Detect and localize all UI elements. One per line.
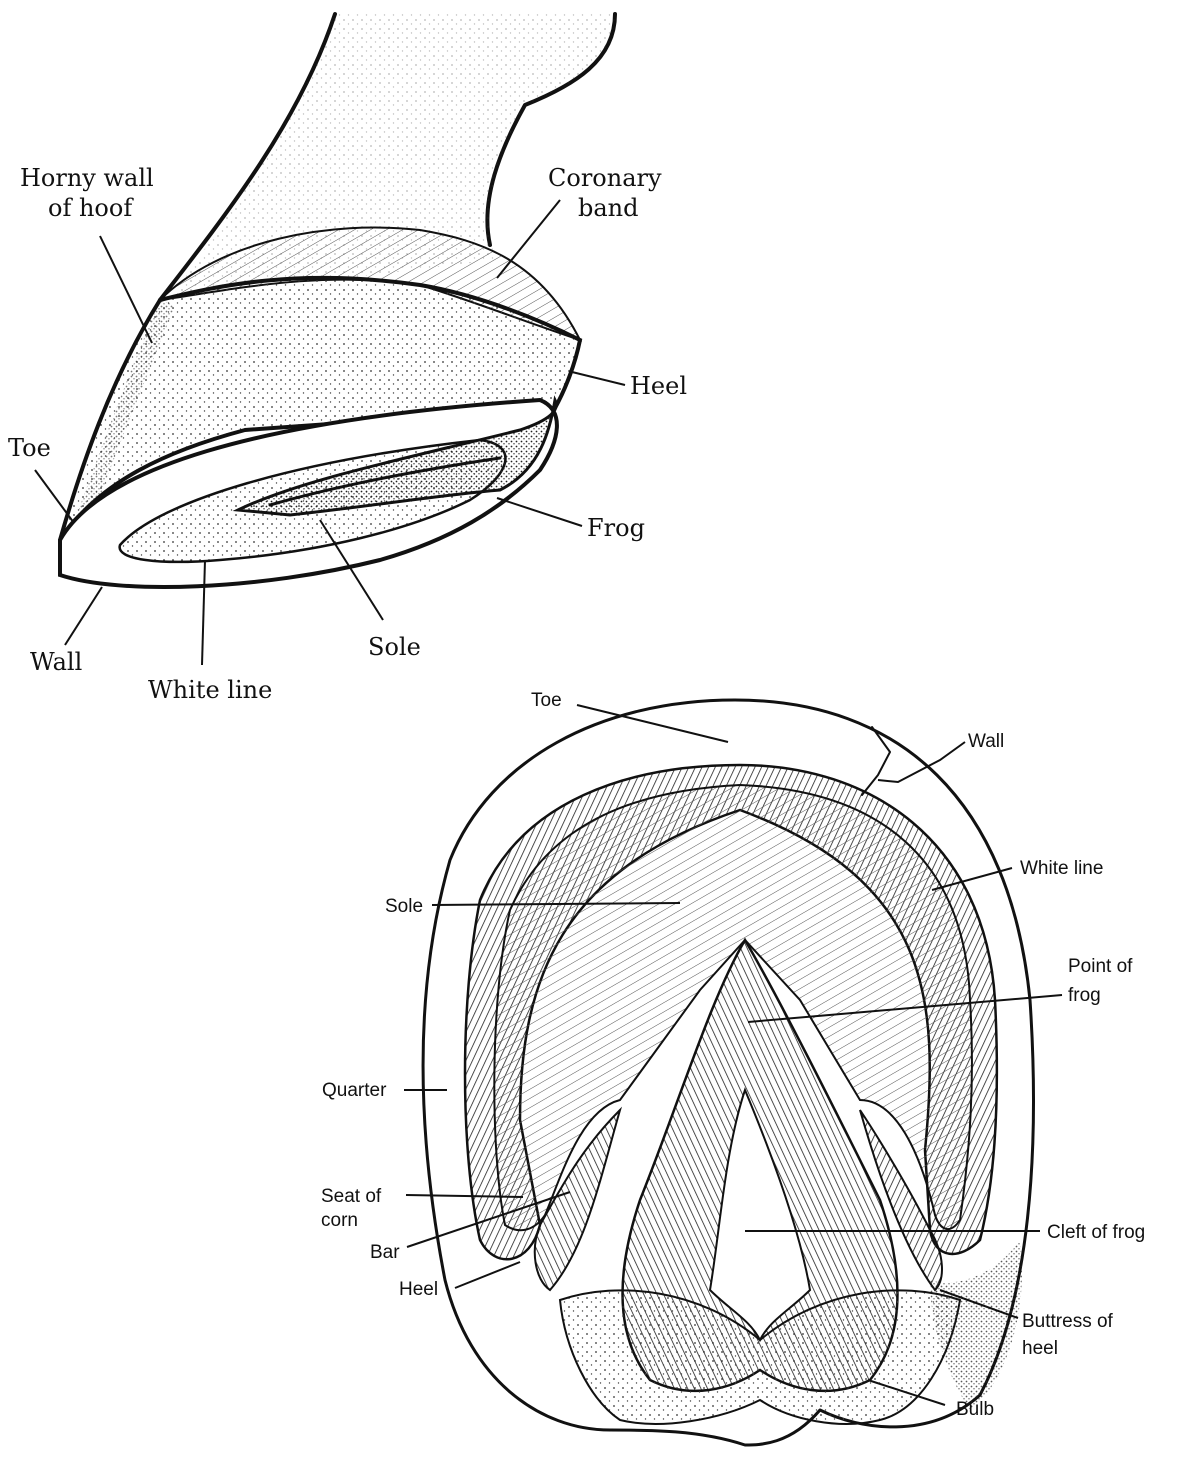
label-frog: Frog — [587, 514, 645, 542]
label-buttress-of-heel-line1: Buttress of — [1022, 1311, 1114, 1332]
label-toe: Toe — [8, 434, 51, 462]
label-wall: Wall — [30, 648, 82, 676]
label-ground-sole: Sole — [385, 896, 423, 917]
label-ground-wall: Wall — [968, 731, 1004, 752]
label-white-line: White line — [148, 676, 272, 704]
label-buttress-of-heel-line2: heel — [1022, 1338, 1058, 1359]
label-bar: Bar — [370, 1242, 400, 1263]
label-ground-toe: Toe — [531, 690, 562, 711]
label-point-of-frog-line2: frog — [1068, 985, 1101, 1006]
label-seat-of-corn-line2: corn — [321, 1210, 358, 1231]
label-quarter: Quarter — [322, 1080, 387, 1101]
label-sole: Sole — [368, 633, 421, 661]
label-seat-of-corn-line1: Seat of — [321, 1186, 382, 1207]
label-heel: Heel — [630, 372, 687, 400]
label-cleft-of-frog: Cleft of frog — [1047, 1222, 1145, 1243]
label-ground-heel: Heel — [399, 1279, 438, 1300]
label-horny-wall-line1: Horny wall — [20, 164, 154, 192]
label-bulb: Bulb — [956, 1399, 994, 1420]
label-coronary-band-line1: Coronary — [548, 164, 662, 192]
hoof-ground-view-illustration — [423, 700, 1033, 1445]
label-coronary-band-line2: band — [578, 194, 639, 222]
label-point-of-frog-line1: Point of — [1068, 956, 1133, 977]
buttress-shading — [930, 1240, 1022, 1410]
hoof-side-view-illustration — [60, 14, 615, 587]
label-horny-wall-line2: of hoof — [48, 194, 134, 222]
label-ground-white-line: White line — [1020, 858, 1103, 879]
